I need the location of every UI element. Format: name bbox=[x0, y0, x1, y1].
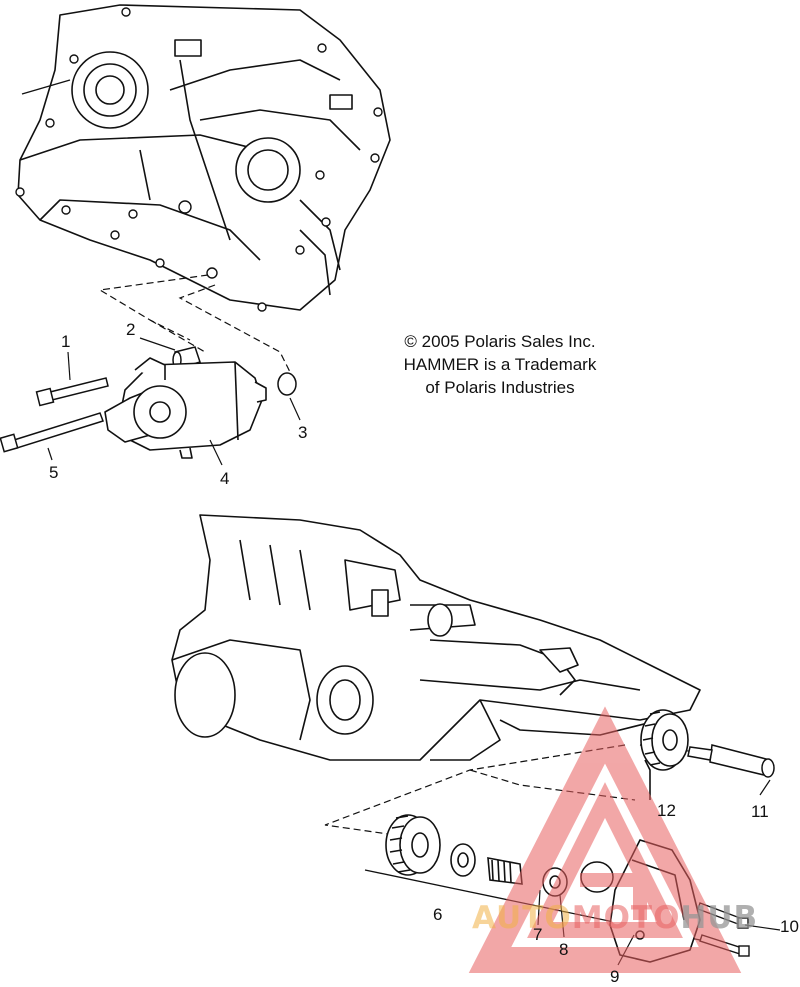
callout-6: 6 bbox=[433, 905, 443, 924]
callout-7: 7 bbox=[533, 925, 543, 944]
engine-assembly-lower bbox=[171, 514, 701, 761]
gear-12 bbox=[640, 709, 689, 800]
copyright-line-1: © 2005 Polaris Sales Inc. bbox=[404, 332, 596, 351]
callout-10: 10 bbox=[780, 917, 799, 936]
crankcase-upper bbox=[17, 4, 391, 311]
copyright-line-3: of Polaris Industries bbox=[425, 378, 575, 397]
callout-1: 1 bbox=[61, 332, 71, 351]
watermark-hub: HUB bbox=[680, 900, 759, 936]
copyright-notice: © 2005 Polaris Sales Inc. HAMMER is a Tr… bbox=[370, 330, 630, 399]
callout-8: 8 bbox=[559, 940, 569, 959]
watermark-logo bbox=[468, 706, 742, 973]
callout-11: 11 bbox=[751, 802, 769, 821]
callout-12: 12 bbox=[657, 801, 676, 820]
callout-4: 4 bbox=[220, 469, 230, 488]
crankcase-bolts bbox=[15, 7, 383, 312]
callout-3: 3 bbox=[298, 423, 308, 442]
callout-9: 9 bbox=[610, 967, 620, 986]
callout-5: 5 bbox=[49, 463, 59, 482]
starter-motor-4 bbox=[104, 357, 267, 459]
shaft-11 bbox=[687, 744, 775, 778]
callout-2: 2 bbox=[126, 320, 136, 339]
bolts-1-5 bbox=[0, 377, 109, 453]
watermark-auto: AUTO bbox=[472, 900, 572, 936]
o-ring-3 bbox=[277, 372, 297, 396]
leader-lines-upper bbox=[98, 274, 291, 373]
watermark-moto: MOTO bbox=[571, 900, 681, 936]
copyright-line-2: HAMMER is a Trademark bbox=[403, 355, 597, 374]
starter-gear-6 bbox=[385, 814, 523, 885]
watermark-text: AUTOMOTOHUB bbox=[472, 900, 758, 936]
